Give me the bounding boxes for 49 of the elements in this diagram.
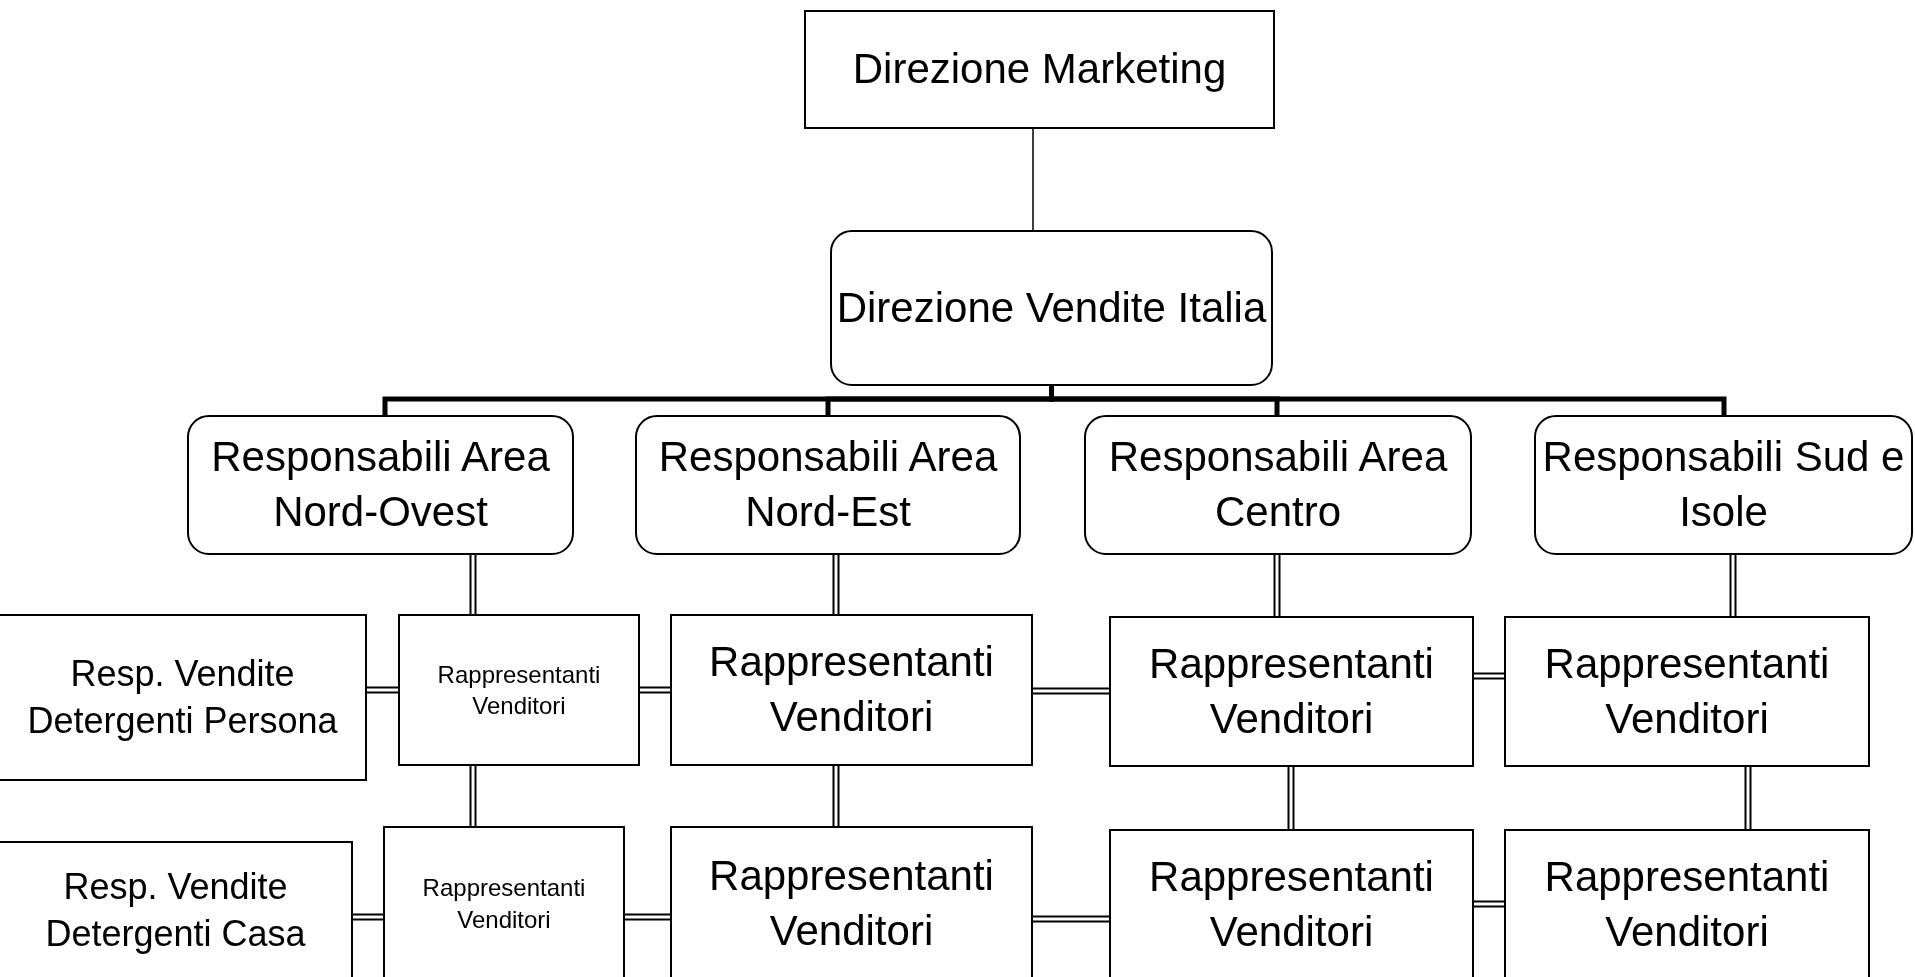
role-box bbox=[1109, 829, 1474, 977]
box-label: Rappresentanti Venditori bbox=[1148, 852, 1435, 957]
role-box bbox=[1504, 829, 1870, 977]
box-label: Rappresentanti Venditori bbox=[1543, 638, 1831, 744]
role-box bbox=[0, 841, 353, 977]
box-label: Responsabili Area Nord-Ovest bbox=[210, 432, 551, 537]
role-box bbox=[1109, 616, 1474, 767]
box-label: Responsabili Area Nord-Est bbox=[657, 432, 999, 537]
box-label: Rappresentanti Venditori bbox=[421, 873, 587, 935]
connector-line bbox=[469, 765, 477, 827]
box-label: Rappresentanti Venditori bbox=[436, 659, 602, 721]
box-label: Resp. Vendite Detergenti Casa bbox=[44, 865, 307, 956]
role-box bbox=[0, 614, 367, 781]
connector-line bbox=[1032, 687, 1110, 695]
department-box bbox=[1534, 415, 1913, 555]
connector-line bbox=[624, 913, 671, 921]
box-label: Rappresentanti Venditori bbox=[1543, 852, 1831, 957]
box-label: Rappresentanti Venditori bbox=[708, 637, 995, 742]
box-label: Rappresentanti Venditori bbox=[708, 850, 995, 956]
connector-line bbox=[469, 554, 477, 615]
box-label: Direzione Vendite Italia bbox=[835, 282, 1268, 333]
connector-line bbox=[1729, 554, 1737, 617]
box-label: Responsabili Area Centro bbox=[1107, 432, 1449, 537]
connector-line bbox=[352, 913, 384, 921]
connector-line bbox=[366, 686, 399, 694]
role-box bbox=[398, 614, 640, 766]
connector-line bbox=[1744, 766, 1752, 830]
department-box bbox=[635, 415, 1021, 555]
box-label: Direzione Marketing bbox=[851, 44, 1228, 95]
title-box bbox=[804, 10, 1275, 129]
role-box bbox=[1504, 616, 1870, 767]
connector-line bbox=[1273, 554, 1281, 617]
connector-line bbox=[832, 554, 840, 615]
box-label: Responsabili Sud e Isole bbox=[1541, 432, 1906, 537]
department-box bbox=[1084, 415, 1472, 555]
box-label: Rappresentanti Venditori bbox=[1148, 638, 1435, 744]
connector-line bbox=[639, 686, 671, 694]
connector-line bbox=[1473, 900, 1505, 908]
department-box bbox=[187, 415, 574, 555]
role-box bbox=[670, 826, 1033, 977]
connector-line bbox=[1287, 766, 1295, 830]
connector-line bbox=[1473, 672, 1505, 680]
role-box bbox=[670, 614, 1033, 766]
connector-line bbox=[1032, 128, 1034, 231]
connector-line bbox=[832, 765, 840, 827]
department-box bbox=[830, 230, 1273, 386]
box-label: Resp. Vendite Detergenti Persona bbox=[26, 651, 339, 743]
role-box bbox=[383, 826, 625, 977]
connector-line bbox=[1032, 915, 1110, 923]
